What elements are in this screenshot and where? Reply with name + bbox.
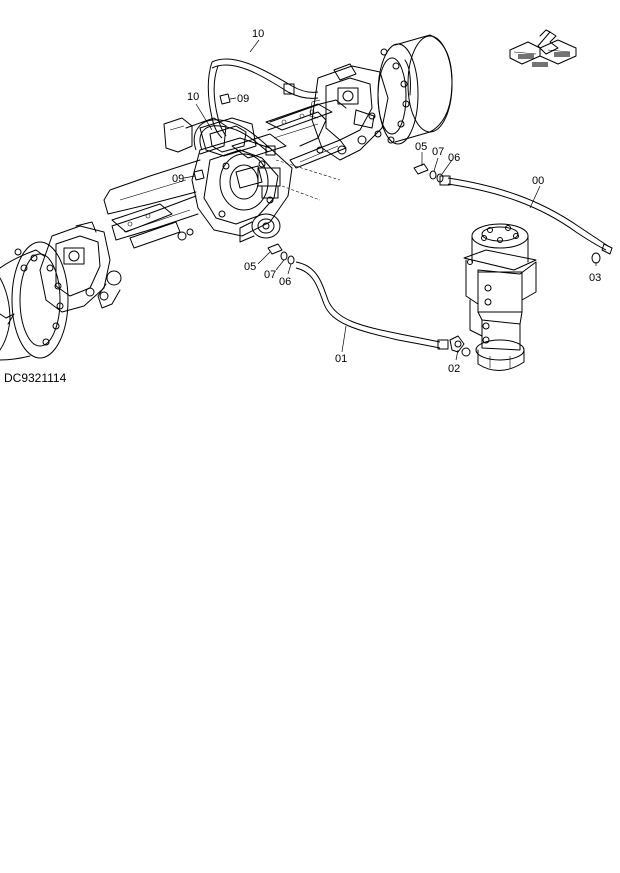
callout-09-lower: 09 [172,173,184,185]
center-joint [461,223,537,371]
drawing-number: DC9321114 [4,371,67,385]
left-steering-knuckle [39,221,122,313]
callout-05-lower: 05 [244,261,256,273]
fittings [193,93,601,353]
callout-00: 00 [532,175,544,187]
callout-01: 01 [335,353,347,365]
hose-assembly [193,58,613,350]
callout-10-lower: 10 [187,91,199,103]
right-steering-knuckle [309,63,389,161]
orientation-arrow-icon [509,29,577,67]
callout-07-upper: 07 [432,146,444,158]
part-callouts: 10 10 09 09 05 07 06 00 03 05 07 06 01 0… [172,28,601,375]
right-wheel-hub [368,34,453,145]
callout-09-upper: 09 [237,93,249,105]
left-wheel-hub [0,241,69,361]
leader-lines [183,39,597,361]
callout-03: 03 [589,272,601,284]
axle-housing [103,99,347,249]
callout-05-upper: 05 [415,141,427,153]
callout-06-lower: 06 [279,276,291,288]
callout-06-upper: 06 [448,152,460,164]
callout-10-upper: 10 [252,28,264,40]
callout-07-lower: 07 [264,269,276,281]
callout-02: 02 [448,363,460,375]
